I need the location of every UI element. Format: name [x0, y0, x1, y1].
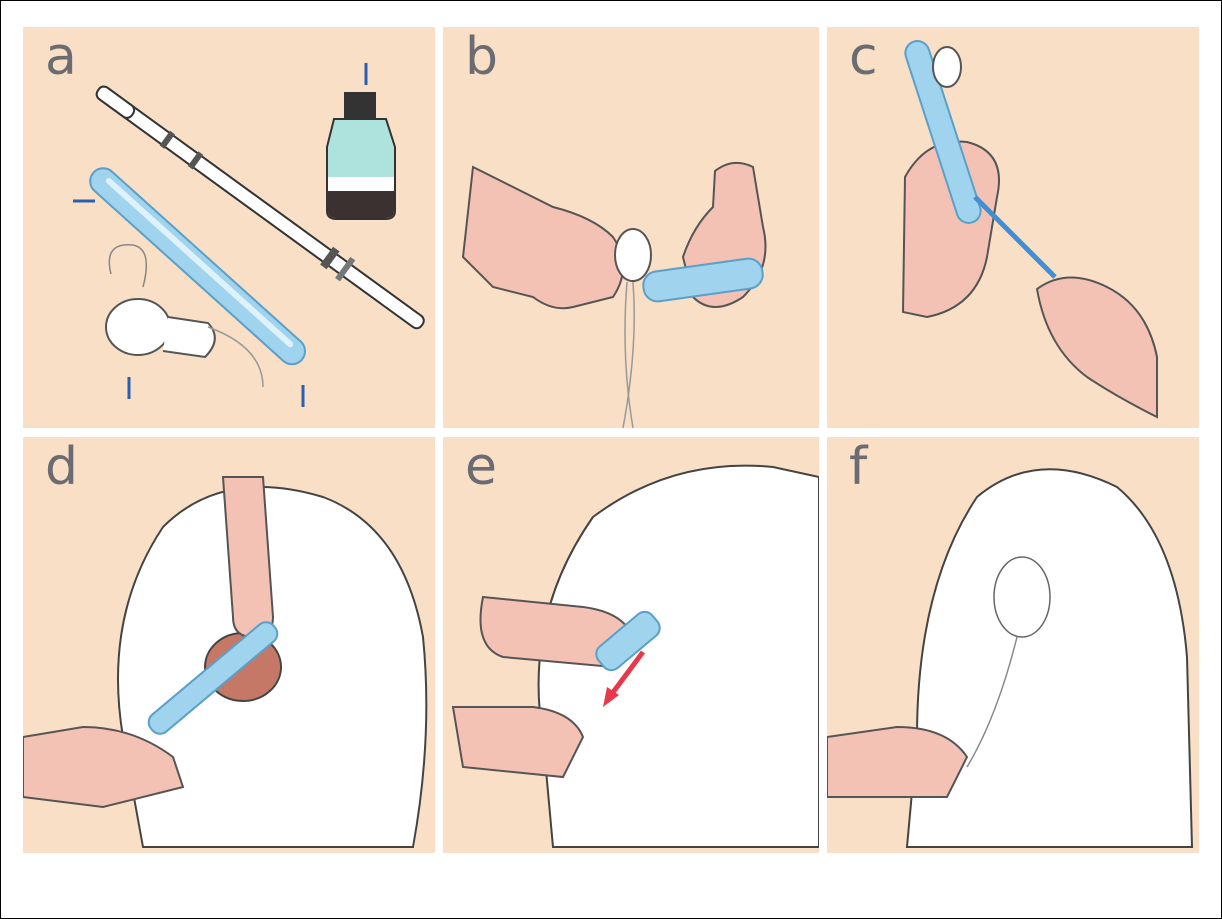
panel-label: f: [849, 441, 867, 493]
panel-c: c: [827, 27, 1199, 428]
panel-label: a: [45, 31, 77, 83]
applicator-insertion-illustration: [23, 437, 435, 853]
bottle-icon: [327, 92, 395, 219]
panel-e: e: [443, 437, 819, 853]
panel-d: d: [23, 437, 435, 853]
insertion-illustration: [443, 27, 819, 428]
string-remains-illustration: [827, 437, 1199, 853]
panel-a: a: [23, 27, 435, 428]
panel-b: b: [443, 27, 819, 428]
panel-label: e: [465, 441, 497, 493]
panel-f: f: [827, 437, 1199, 853]
panel-label: d: [45, 441, 78, 493]
panel-label: b: [465, 31, 498, 83]
loading-illustration: [827, 27, 1199, 428]
panel-label: c: [849, 31, 878, 83]
push-out-illustration: [443, 437, 819, 853]
equipment-illustration: [23, 27, 435, 428]
